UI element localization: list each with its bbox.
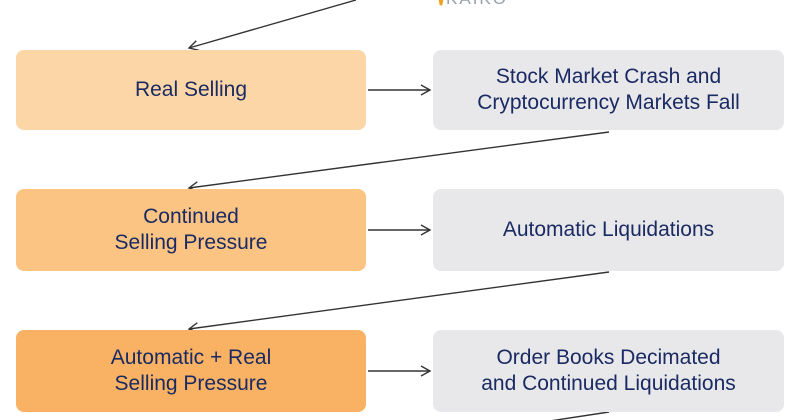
step-automatic-real-selling-pressure: Automatic + Real Selling Pressure	[16, 330, 366, 412]
step-continued-selling-pressure-label: Continued Selling Pressure	[114, 205, 268, 254]
step-continued-selling-pressure: Continued Selling Pressure	[16, 189, 366, 271]
arrow-top-to-real-selling	[187, 0, 357, 52]
step-automatic-real-selling-pressure-label: Automatic + Real Selling Pressure	[110, 346, 272, 395]
brand-logo: \/ KAIKO	[437, 0, 508, 9]
step-order-books-decimated: Order Books Decimated and Continued Liqu…	[433, 330, 784, 412]
step-automatic-liquidations-label: Automatic Liquidations	[502, 218, 715, 241]
step-market-crash: Stock Market Crash and Cryptocurrency Ma…	[433, 50, 784, 130]
step-automatic-liquidations: Automatic Liquidations	[433, 189, 784, 271]
arrow-liquidations-to-automatic-selling	[187, 271, 610, 334]
brand-mark-icon: \/	[437, 0, 445, 10]
brand-name: KAIKO	[446, 0, 508, 9]
arrow-order-books-continuation	[551, 411, 610, 420]
step-order-books-decimated-label: Order Books Decimated and Continued Liqu…	[481, 346, 736, 395]
step-real-selling: Real Selling	[16, 50, 366, 130]
step-market-crash-label: Stock Market Crash and Cryptocurrency Ma…	[477, 65, 740, 114]
step-real-selling-label: Real Selling	[134, 78, 248, 101]
arrow-market-crash-to-continued-selling	[187, 131, 610, 193]
